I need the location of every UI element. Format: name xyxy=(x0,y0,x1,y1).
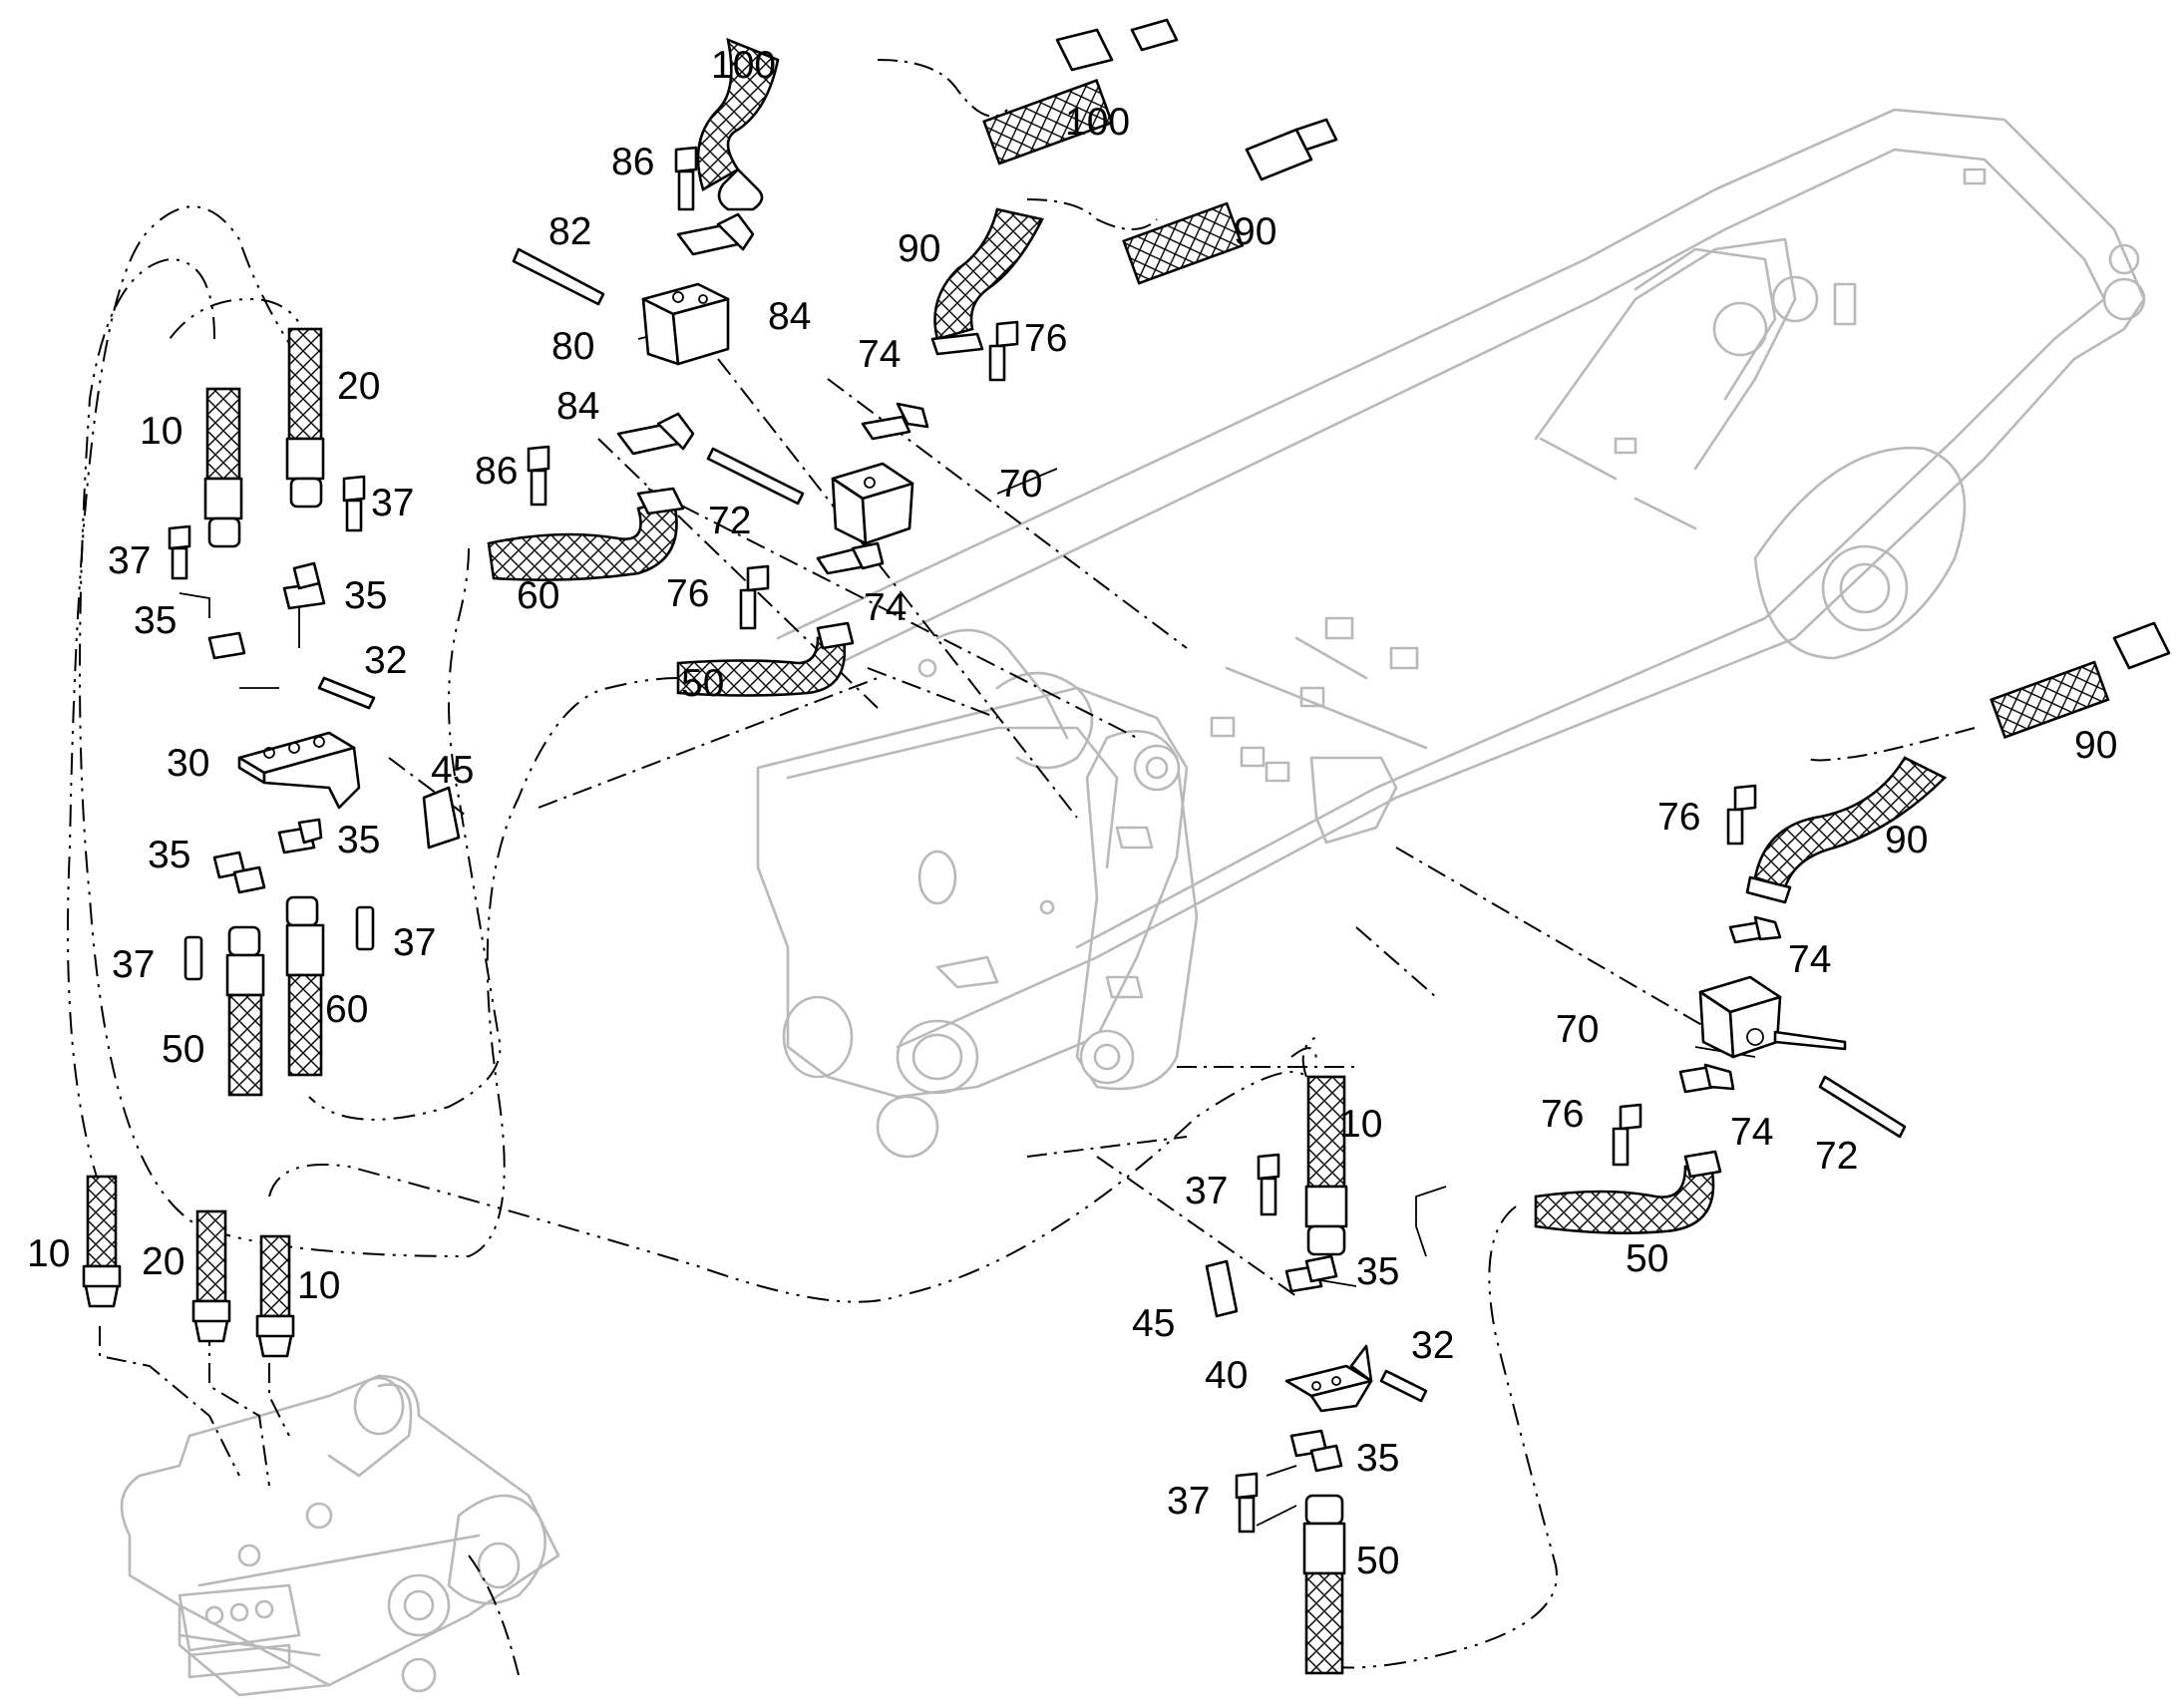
part-label: 90 xyxy=(1234,210,1276,253)
part-label: 74 xyxy=(864,586,907,629)
hose-assembly-60-upper xyxy=(487,487,685,581)
hose-assembly-50-upper xyxy=(676,621,855,697)
part-label: 32 xyxy=(1411,1324,1454,1367)
part-label: 86 xyxy=(611,141,654,183)
part-label: 35 xyxy=(1356,1250,1399,1293)
valve-block-80 xyxy=(641,282,730,366)
part-label: 70 xyxy=(1556,1008,1599,1051)
part-label: 80 xyxy=(551,325,594,368)
part-label: 35 xyxy=(344,574,387,617)
part-label: 37 xyxy=(371,482,414,524)
part-label: 10 xyxy=(27,1232,70,1275)
hose-assembly-50-right xyxy=(1534,1150,1722,1234)
part-label: 37 xyxy=(393,921,436,964)
part-label: 20 xyxy=(142,1240,184,1283)
part-label: 74 xyxy=(1730,1111,1773,1154)
part-label: 90 xyxy=(1885,819,1928,861)
part-label: 30 xyxy=(167,742,209,785)
boom-arm-ghost xyxy=(776,108,2146,1049)
hose-assembly-90-upper xyxy=(930,118,1338,356)
clamp-parts xyxy=(207,212,1782,1473)
part-label: 50 xyxy=(681,662,724,705)
part-label: 10 xyxy=(297,1264,340,1307)
part-label: 20 xyxy=(337,365,380,408)
hose-assembly-100 xyxy=(696,18,1179,211)
valve-block-70-upper xyxy=(831,462,914,545)
valve-block-70-right xyxy=(1698,975,1847,1059)
part-label: 32 xyxy=(364,639,407,682)
part-label: 74 xyxy=(1788,938,1831,981)
part-label: 10 xyxy=(1339,1103,1382,1146)
part-label: 37 xyxy=(108,539,151,582)
part-label: 100 xyxy=(1065,101,1130,144)
part-label: 40 xyxy=(1205,1354,1248,1397)
part-label: 76 xyxy=(1657,796,1700,839)
vertical-hoses-right xyxy=(1302,1075,1348,1675)
part-label: 50 xyxy=(1356,1539,1399,1582)
hose-assembly-90-right xyxy=(1745,621,2171,904)
part-label: 84 xyxy=(556,385,599,428)
part-label: 76 xyxy=(666,572,709,615)
part-label: 90 xyxy=(898,227,940,270)
part-label: 76 xyxy=(1024,317,1067,360)
vertical-hoses-coupler xyxy=(82,1175,295,1358)
part-label: 76 xyxy=(1541,1093,1584,1136)
part-label: 45 xyxy=(431,749,474,792)
bracket-plate-30 xyxy=(237,731,361,810)
vertical-hoses-left xyxy=(203,327,325,1097)
boom-base-frame-ghost xyxy=(756,628,1199,1159)
part-label: 45 xyxy=(1132,1302,1175,1345)
part-label: 72 xyxy=(1815,1135,1858,1178)
part-label: 74 xyxy=(858,333,901,376)
part-label: 60 xyxy=(325,988,368,1031)
part-label: 50 xyxy=(162,1028,204,1071)
part-label: 90 xyxy=(2074,724,2117,767)
part-label: 82 xyxy=(548,210,591,253)
bolt-parts xyxy=(168,146,1907,1534)
part-label: 35 xyxy=(134,599,177,642)
part-number-labels: 100 100 86 82 84 80 84 86 90 90 74 76 70… xyxy=(27,44,2117,1582)
part-label: 35 xyxy=(337,819,380,861)
part-label: 72 xyxy=(708,500,751,542)
part-label: 60 xyxy=(517,574,559,617)
part-label: 10 xyxy=(140,410,182,453)
part-label: 70 xyxy=(999,463,1042,506)
part-label: 86 xyxy=(475,450,518,493)
part-label: 35 xyxy=(1356,1437,1399,1480)
part-label: 84 xyxy=(768,295,811,338)
part-label: 100 xyxy=(711,44,776,87)
hose-routing-lines xyxy=(67,59,1976,1676)
part-label: 37 xyxy=(112,943,155,986)
bracket-plate-40 xyxy=(1284,1344,1373,1413)
part-label: 35 xyxy=(148,834,190,876)
part-label: 37 xyxy=(1167,1480,1210,1523)
part-label: 50 xyxy=(1626,1237,1668,1280)
quick-coupler-ghost xyxy=(120,1374,560,1697)
part-label: 37 xyxy=(1185,1170,1228,1212)
